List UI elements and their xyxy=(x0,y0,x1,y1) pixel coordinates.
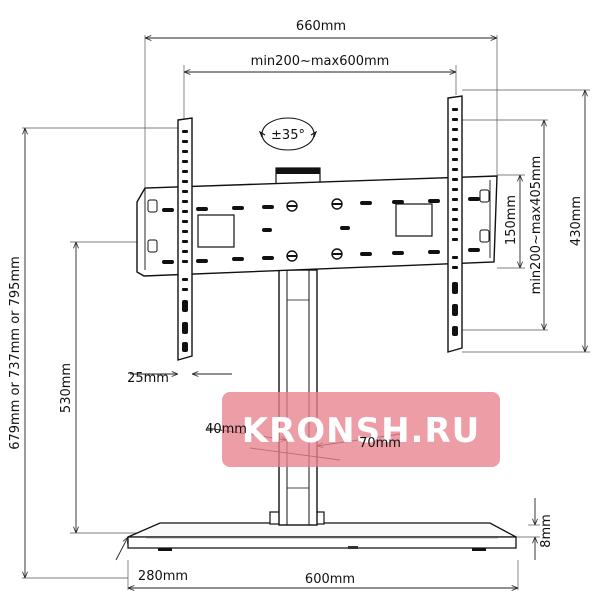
label-base-thickness: 8mm xyxy=(539,514,554,548)
label-vesa-horizontal: min200~max600mm xyxy=(251,54,390,69)
mounting-plate xyxy=(136,167,498,277)
label-bracket-height: 430mm xyxy=(569,196,584,246)
label-offset-70: 70mm xyxy=(359,436,401,451)
dimension-lines xyxy=(25,38,585,588)
label-column-height: 530mm xyxy=(59,363,74,413)
label-base-width: 600mm xyxy=(305,572,355,587)
label-swivel: ±35° xyxy=(271,128,305,143)
label-arm-width: 25mm xyxy=(127,371,169,386)
swivel-icon xyxy=(258,117,318,151)
label-150: 150mm xyxy=(504,195,519,245)
label-offset-40: 40mm xyxy=(205,422,247,437)
watermark: KRONSH.RU xyxy=(222,392,500,467)
dimension-labels: 660mm min200~max600mm ±35° 150mm min200~… xyxy=(8,19,584,587)
right-arm xyxy=(447,95,463,353)
label-base-depth: 280mm xyxy=(138,569,188,584)
watermark-text: KRONSH.RU xyxy=(242,411,481,451)
label-overall-width: 660mm xyxy=(296,19,346,34)
left-arm xyxy=(177,117,193,361)
label-total-height: 679mm or 737mm or 795mm xyxy=(8,256,23,450)
dim-line-280 xyxy=(115,537,128,561)
label-vesa-vertical: min200~max405mm xyxy=(529,156,544,295)
glass-base xyxy=(127,522,517,551)
